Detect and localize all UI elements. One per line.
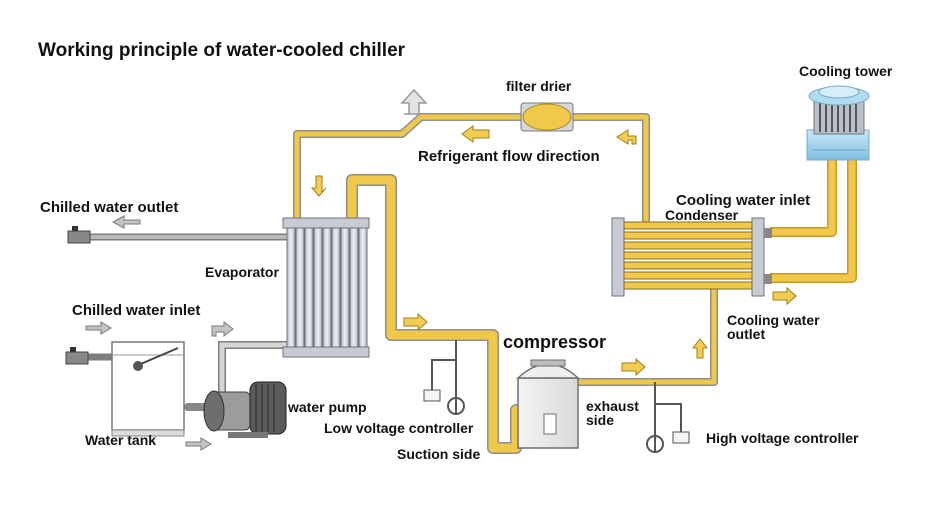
label-compressor: compressor — [503, 332, 607, 352]
label-water-pump: water pump — [288, 399, 367, 415]
chilled-water-pipes — [84, 233, 291, 411]
label-cooling-water-inlet: Cooling water inlet — [676, 192, 811, 209]
label-cooling-water-outlet: Cooling water — [727, 312, 820, 328]
label-condenser: Condenser — [665, 207, 739, 223]
condenser — [611, 217, 772, 297]
label-filter-drier: filter drier — [506, 78, 572, 94]
label-high-voltage-controller: High voltage controller — [706, 430, 859, 446]
water-tank — [111, 341, 185, 437]
low-voltage-controller — [423, 340, 465, 415]
label-exhaust: exhaust — [586, 398, 639, 414]
cooling-tower — [806, 85, 870, 161]
high-voltage-controller — [646, 382, 690, 453]
label-water-tank: Water tank — [85, 432, 157, 448]
label-refrigerant-flow: Refrigerant flow direction — [418, 148, 600, 165]
evaporator — [282, 217, 370, 358]
label-chilled-water-inlet: Chilled water inlet — [72, 302, 201, 319]
label-evaporator: Evaporator — [205, 264, 279, 280]
refrigerant-loop — [293, 113, 718, 454]
chilled-water-valves — [65, 226, 91, 365]
label-low-voltage-controller: Low voltage controller — [324, 420, 474, 436]
cooling-water-pipes — [770, 158, 857, 283]
filter-drier — [520, 102, 574, 132]
water-flow-arrows — [85, 215, 234, 451]
water-pump — [203, 381, 287, 438]
label-suction-side: Suction side — [397, 446, 481, 462]
diagram-title: Working principle of water-cooled chille… — [38, 40, 406, 61]
label-chilled-water-outlet: Chilled water outlet — [40, 199, 179, 216]
label-exhaust-side: side — [586, 412, 615, 428]
label-cooling-water-outlet-2: outlet — [727, 326, 766, 342]
label-cooling-tower: Cooling tower — [799, 63, 893, 79]
vent-up-arrow — [400, 88, 428, 115]
flow-arrows — [310, 125, 797, 377]
compressor — [516, 359, 580, 449]
